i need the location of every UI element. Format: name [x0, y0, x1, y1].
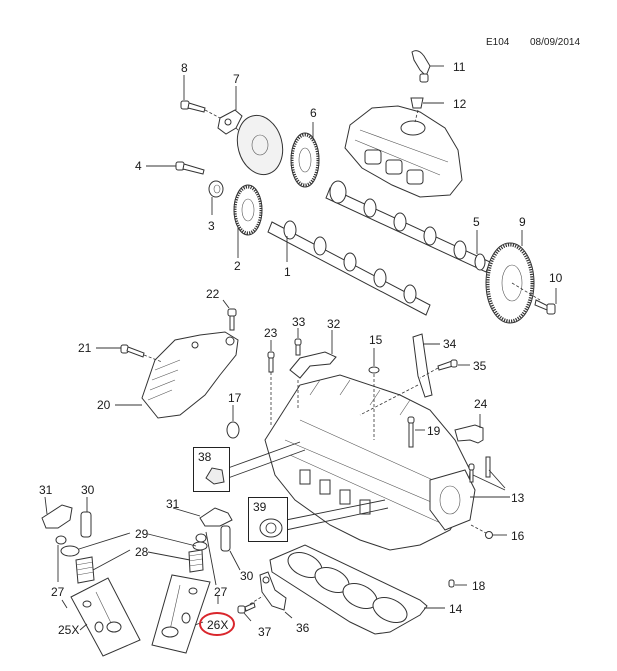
- callout-33: 33: [292, 315, 306, 329]
- lifting-eye-36-illustration: [249, 571, 293, 619]
- bolt-21-illustration: [96, 344, 163, 363]
- valve-train-right-illustration: [147, 507, 241, 604]
- callout-8: 8: [181, 61, 188, 75]
- valve-train-left-illustration: [41, 496, 131, 609]
- seal-15-illustration: [368, 348, 380, 440]
- callout-5: 5: [473, 215, 480, 229]
- callout-21: 21: [78, 341, 92, 355]
- bolt-19-illustration: [407, 416, 425, 448]
- bolt-35-illustration: [419, 359, 470, 379]
- vent-hose-illustration: [411, 50, 444, 83]
- callout-34: 34: [443, 337, 457, 351]
- callout-4: 4: [135, 159, 142, 173]
- bolt-4-illustration: [146, 161, 205, 175]
- bolt-33-illustration: [294, 328, 302, 410]
- washer-3-illustration: [208, 180, 224, 215]
- camshaft-1-illustration: [267, 220, 431, 316]
- camshaft-5-illustration: [325, 180, 491, 273]
- callout-23: 23: [264, 326, 278, 340]
- callout-20: 20: [97, 398, 111, 412]
- callout-19: 19: [427, 424, 441, 438]
- valve-kit-25x-box: [70, 577, 141, 657]
- callout-15: 15: [369, 333, 383, 347]
- callout-13: 13: [511, 491, 525, 505]
- bracket-7-illustration: [217, 86, 259, 151]
- diagram-code: E104: [486, 37, 510, 48]
- nut-16-illustration: [470, 524, 507, 539]
- callout-27-left: 27: [51, 585, 65, 599]
- callout-10: 10: [549, 271, 563, 285]
- sprocket-9-illustration: [485, 230, 541, 324]
- bolt-23-illustration: [267, 340, 275, 425]
- bolt-8-illustration: [180, 75, 221, 119]
- callout-24: 24: [474, 397, 488, 411]
- diagram-date: 08/09/2014: [530, 37, 581, 48]
- callout-28-left: 28: [135, 545, 149, 559]
- callout-39: 39: [253, 500, 267, 514]
- callout-25x: 25X: [58, 623, 80, 637]
- dowel-18-illustration: [448, 579, 467, 588]
- callout-30-right: 30: [240, 569, 254, 583]
- callout-31-left: 31: [39, 483, 53, 497]
- callout-30-left: 30: [81, 483, 95, 497]
- seal-39-icon: [259, 518, 283, 538]
- cam-cover-illustration: [344, 105, 463, 198]
- rocker-24-illustration: [454, 414, 484, 444]
- head-gasket-illustration: [269, 544, 445, 635]
- gear-2-illustration: [233, 184, 263, 258]
- callout-1: 1: [284, 265, 291, 279]
- callout-2: 2: [234, 259, 241, 273]
- callout-14: 14: [449, 602, 463, 616]
- callout-35: 35: [473, 359, 487, 373]
- inset-38-leader: [227, 441, 306, 479]
- valve-kit-26x-box: [151, 574, 211, 654]
- bolt-22-illustration: [222, 299, 237, 331]
- cylinder-head-illustration: [264, 374, 476, 551]
- callout-11: 11: [453, 60, 466, 74]
- lifting-eye-34-illustration: [359, 333, 440, 416]
- inset-box-39: 39: [248, 497, 288, 542]
- callout-36: 36: [296, 621, 310, 635]
- bolt-37-illustration: [237, 602, 256, 622]
- bracket-32-illustration: [289, 330, 337, 379]
- gear-6-illustration: [290, 122, 320, 188]
- inset-box-38: 38: [193, 447, 230, 492]
- callout-18: 18: [472, 579, 486, 593]
- grommet-illustration: [410, 97, 444, 123]
- callout-3: 3: [208, 219, 215, 233]
- callout-22: 22: [206, 287, 220, 301]
- inset-39-leader: [285, 499, 389, 531]
- plug-17-illustration: [226, 405, 240, 439]
- seal-38-icon: [205, 467, 225, 485]
- callout-17: 17: [228, 391, 242, 405]
- callout-37: 37: [258, 625, 272, 639]
- timing-disc-illustration: [236, 114, 284, 176]
- callout-31-right: 31: [166, 497, 180, 511]
- callout-6: 6: [310, 106, 317, 120]
- callout-16: 16: [511, 529, 525, 543]
- callout-12: 12: [453, 97, 467, 111]
- callout-9: 9: [519, 215, 526, 229]
- callout-27-right: 27: [214, 585, 228, 599]
- highlight-circle-26x: [199, 612, 235, 636]
- studs-13-illustration: [468, 456, 510, 498]
- bracket-housing-illustration: [115, 331, 239, 419]
- callout-7: 7: [233, 72, 240, 86]
- callout-38: 38: [198, 450, 212, 464]
- callout-29-left: 29: [135, 527, 149, 541]
- callout-32: 32: [327, 317, 341, 331]
- bolt-10-illustration: [534, 288, 557, 315]
